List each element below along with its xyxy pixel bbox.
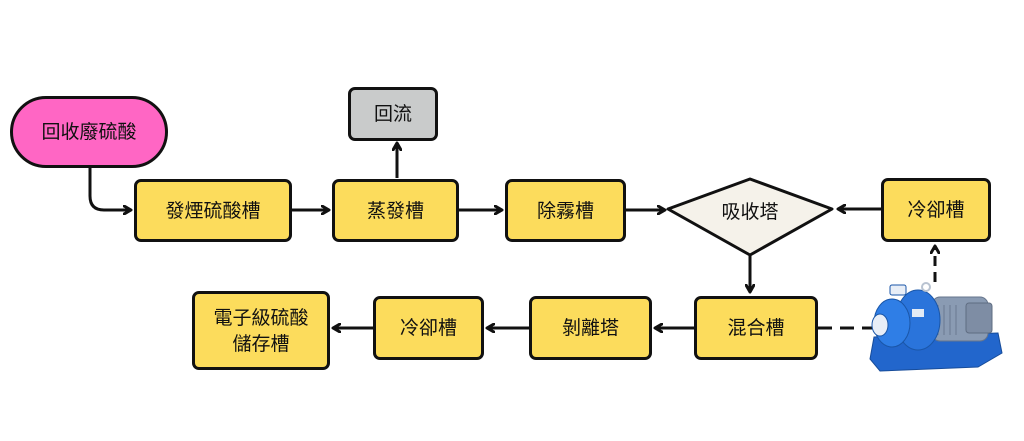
absorber-label: 吸收塔 <box>721 200 779 223</box>
fuming-tank-label: 發煙硫酸槽 <box>165 199 261 222</box>
stripper-node: 剝離塔 <box>529 296 652 360</box>
mixer-label: 混合槽 <box>727 317 785 339</box>
absorber-node: 吸收塔 <box>690 190 810 230</box>
cooler-top-node: 冷卻槽 <box>881 178 991 242</box>
mixer-node: 混合槽 <box>694 296 818 360</box>
absorber-diamond <box>666 177 834 257</box>
source-node: 回收廢硫酸 <box>10 96 168 168</box>
demister-node: 除霧槽 <box>505 179 626 242</box>
pump-inlet <box>871 313 889 337</box>
pump-nameplate <box>912 309 924 317</box>
evaporator-node: 蒸發槽 <box>332 179 459 242</box>
reflux-node: 回流 <box>348 87 438 141</box>
storage-label-line2: 儲存槽 <box>232 332 290 355</box>
source-label: 回收廢硫酸 <box>41 121 137 143</box>
pump-eyebolt <box>921 282 931 292</box>
stripper-label: 剝離塔 <box>561 317 619 339</box>
storage-node: 電子級硫酸 儲存槽 <box>192 291 330 370</box>
reflux-label: 回流 <box>373 103 412 125</box>
pump-image <box>869 282 1003 372</box>
cooler-top-label: 冷卻槽 <box>907 199 965 221</box>
pump-motor-box <box>965 302 993 334</box>
storage-label-line1: 電子級硫酸 <box>213 306 309 329</box>
cooler-bottom-node: 冷卻槽 <box>373 296 484 360</box>
demister-label: 除霧槽 <box>536 199 594 222</box>
evaporator-label: 蒸發槽 <box>366 199 424 222</box>
arrow-source-to-fuming <box>88 168 130 210</box>
pump-outlet <box>889 284 907 296</box>
fuming-tank-node: 發煙硫酸槽 <box>134 179 292 242</box>
cooler-bottom-label: 冷卻槽 <box>399 317 457 339</box>
